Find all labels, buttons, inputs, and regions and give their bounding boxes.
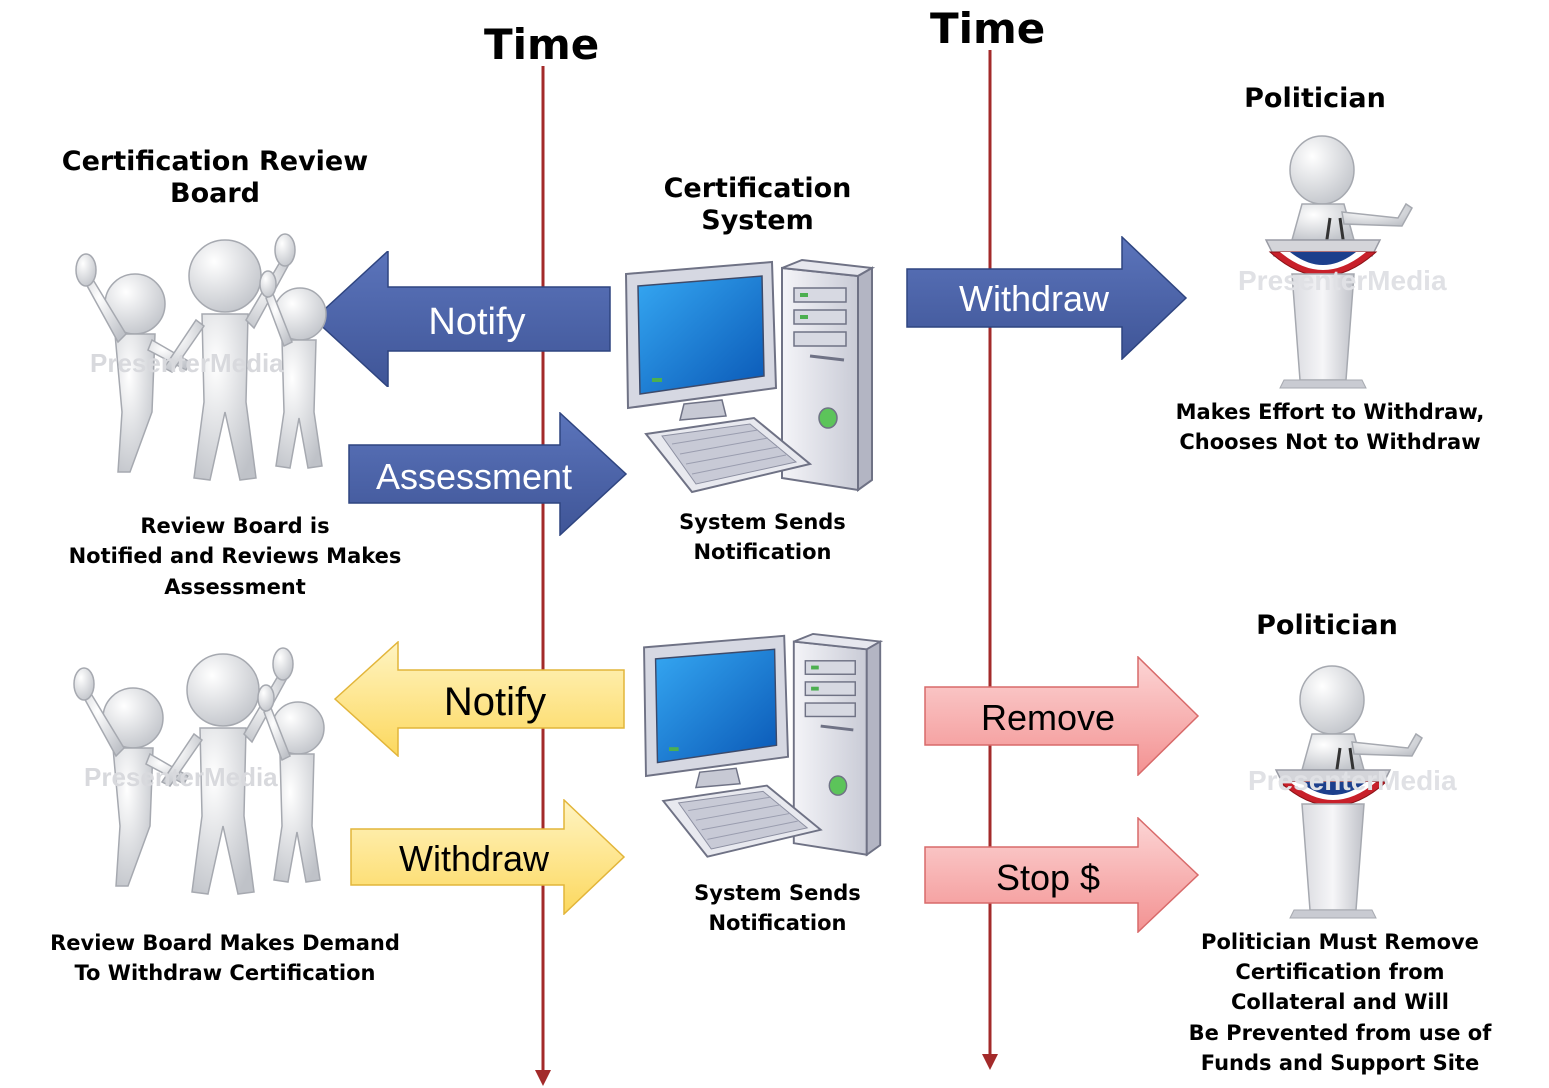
arrow-assessment-label: Assessment: [376, 456, 572, 497]
time-label-left: Time: [484, 20, 600, 69]
arrow-withdraw-top: Withdraw: [906, 236, 1188, 360]
arrow-assessment: Assessment: [348, 412, 628, 536]
review-board-figures-top: PresenterMedia: [75, 233, 327, 481]
board-caption-bottom: Review Board Makes Demand To Withdraw Ce…: [50, 931, 400, 986]
board-caption-top: Review Board is Notified and Reviews Mak…: [68, 514, 402, 599]
computer-icon-top: [624, 258, 876, 494]
arrow-withdraw-top-label: Withdraw: [959, 278, 1110, 319]
politician-caption-top: Makes Effort to Withdraw, Chooses Not to…: [1175, 400, 1485, 455]
politician-podium-figure-top: PresenterMedia: [1238, 135, 1447, 389]
arrow-stop-funds: Stop $: [924, 817, 1200, 933]
arrow-remove-label: Remove: [981, 697, 1115, 738]
system-caption-top: System Sends Notification: [679, 510, 846, 565]
arrow-withdraw-bottom-label: Withdraw: [399, 838, 550, 879]
arrow-notify-top-label: Notify: [428, 301, 525, 343]
time-label-right: Time: [930, 4, 1046, 53]
watermark-text: PresenterMedia: [1238, 265, 1447, 296]
system-title: Certification System: [663, 173, 852, 236]
politician-podium-figure-bottom: PresenterMedia: [1248, 665, 1457, 919]
arrow-notify-top: Notify: [314, 251, 611, 387]
review-board-figures-bottom: PresenterMedia: [73, 647, 325, 895]
arrow-stop-funds-label: Stop $: [996, 857, 1100, 898]
arrow-notify-bottom-label: Notify: [444, 680, 546, 724]
arrow-withdraw-bottom: Withdraw: [350, 799, 626, 915]
system-caption-bottom: System Sends Notification: [694, 881, 861, 936]
board-title: Certification Review Board: [61, 146, 369, 209]
watermark-text: PresenterMedia: [1248, 765, 1457, 796]
computer-icon-bottom: [643, 632, 884, 858]
timeline-left: [535, 66, 551, 1086]
politician-title-bottom: Politician: [1256, 610, 1398, 641]
watermark-text: PresenterMedia: [90, 348, 284, 378]
politician-caption-bottom: Politician Must Remove Certification fro…: [1188, 930, 1492, 1075]
watermark-text: PresenterMedia: [84, 762, 278, 792]
politician-title-top: Politician: [1244, 83, 1386, 114]
arrow-notify-bottom: Notify: [334, 641, 625, 757]
arrow-remove: Remove: [924, 656, 1200, 776]
